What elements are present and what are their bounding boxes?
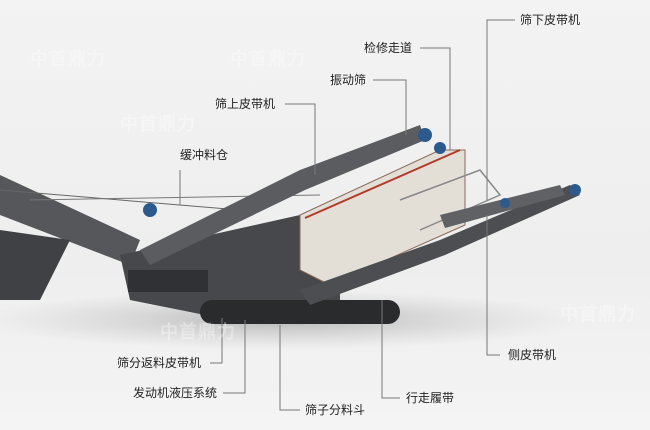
over-screen-conveyor-shape	[140, 125, 425, 265]
leader-lines	[179, 19, 515, 411]
label-side-conveyor: 侧皮带机	[508, 348, 557, 362]
motor-icon	[418, 128, 432, 142]
watermark: 中首鼎力	[560, 304, 636, 325]
watermark: 中首鼎力	[160, 322, 236, 343]
label-return-conveyor: 筛分返料皮带机	[117, 356, 202, 370]
motor-icon	[434, 142, 446, 154]
label-service-walkway: 检修走道	[364, 41, 413, 55]
crawler-track-shape	[200, 300, 400, 324]
motor-icon	[143, 203, 157, 217]
label-feed-hopper: 缓冲料仓	[180, 148, 229, 162]
watermark: 中首鼎力	[120, 114, 196, 135]
motor-icon	[569, 184, 581, 196]
engine-housing	[128, 270, 208, 292]
label-crawler-track: 行走履带	[406, 391, 455, 405]
feed-conveyor	[0, 175, 140, 265]
label-screen-chute: 筛子分料斗	[305, 403, 366, 417]
watermark: 中首鼎力	[230, 49, 306, 70]
chassis	[120, 215, 340, 320]
label-vibrating-screen: 振动筛	[330, 73, 367, 87]
side-conveyor-shape	[300, 185, 580, 305]
watermark: 中首鼎力	[30, 49, 106, 70]
label-over-screen-conveyor: 筛上皮带机	[215, 97, 276, 111]
label-engine-hydraulic: 发动机液压系统	[133, 386, 218, 400]
motor-icon	[500, 198, 510, 208]
label-under-screen-conveyor: 筛下皮带机	[520, 13, 581, 27]
